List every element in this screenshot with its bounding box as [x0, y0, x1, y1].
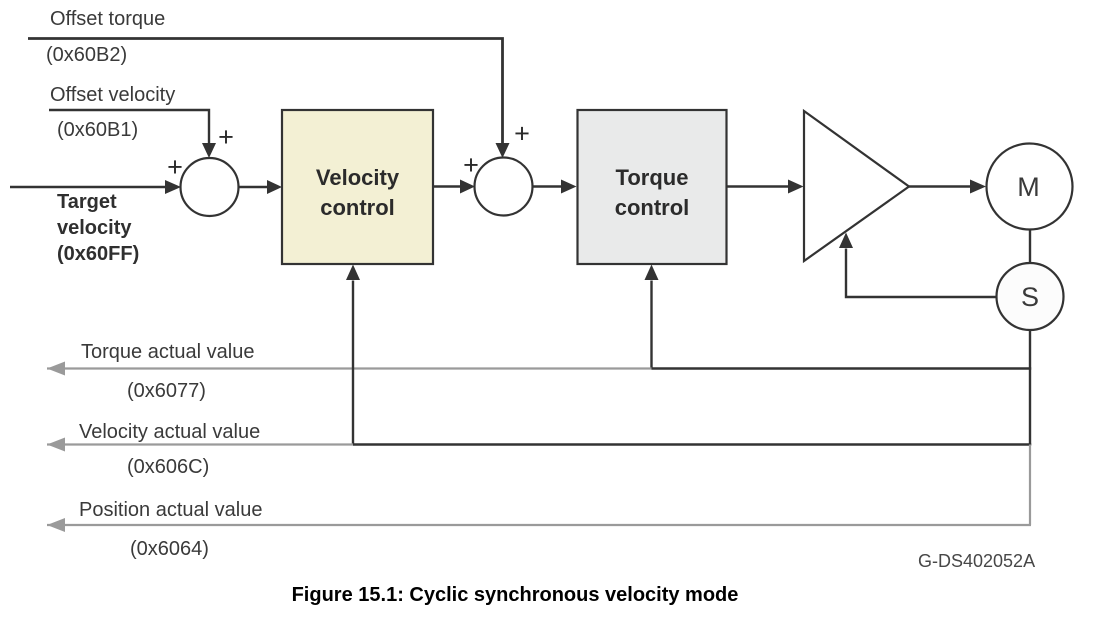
figure-caption: Figure 15.1: Cyclic synchronous velocity…: [292, 584, 739, 606]
arrow-velocity-control-to-sum2: [433, 179, 475, 194]
velocity-control-label-line1: Velocity: [316, 165, 400, 190]
arrowhead-left-icon: [47, 437, 65, 452]
arrowhead-up-icon: [346, 264, 360, 280]
torque-actual-register: (0x6077): [127, 380, 206, 402]
arrowhead-up-icon: [644, 264, 659, 280]
torque-control-box: [576, 108, 728, 266]
offset-velocity-register: (0x60B1): [57, 119, 138, 141]
arrowhead-right-icon: [267, 180, 282, 194]
offset-torque-label: Offset torque: [50, 8, 165, 30]
position-actual-label: Position actual value: [79, 499, 262, 521]
offset-velocity-line: [49, 108, 211, 144]
plus-sign: +: [463, 150, 479, 180]
arrowhead-right-icon: [165, 180, 181, 194]
offset-torque-input: Offset torque (0x60B2): [28, 8, 510, 158]
torque-actual-label: Torque actual value: [81, 341, 254, 363]
summing-circle: [473, 156, 534, 217]
torque-control-label-line1: Torque: [616, 165, 689, 190]
summing-junction-2: + +: [463, 119, 534, 217]
arrowhead-right-icon: [561, 179, 577, 194]
target-velocity-label-line2: velocity: [57, 217, 132, 239]
position-actual-register: (0x6064): [130, 538, 209, 560]
offset-torque-line: [28, 37, 504, 144]
amplifier-triangle: [802, 108, 911, 264]
motor-label: M: [1017, 172, 1040, 202]
drawing-number: G-DS402052A: [918, 551, 1035, 571]
arrowhead-left-icon: [47, 518, 65, 532]
velocity-actual-label: Velocity actual value: [79, 421, 260, 443]
arrowhead-right-icon: [460, 179, 475, 194]
sensor-to-amplifier-feedback: [839, 232, 997, 299]
arrowhead-down-icon: [495, 143, 510, 158]
feedback-line: [844, 248, 997, 299]
arrowhead-right-icon: [788, 179, 804, 194]
velocity-control-box: [280, 108, 435, 266]
velocity-control-label-line2: control: [320, 195, 395, 220]
amplifier-block: [802, 108, 911, 264]
motor-block: M: [985, 142, 1074, 231]
sensor-label: S: [1021, 282, 1039, 312]
arrowhead-left-icon: [47, 361, 65, 376]
summing-junction-1: + +: [167, 122, 240, 218]
velocity-control-block: Velocity control: [280, 108, 435, 266]
arrowhead-up-icon: [839, 232, 853, 248]
plus-sign: +: [218, 122, 234, 152]
summing-circle: [179, 156, 240, 218]
velocity-actual-register: (0x606C): [127, 456, 209, 478]
feedback-velocity-actual: Velocity actual value (0x606C): [47, 264, 1032, 478]
offset-velocity-label: Offset velocity: [50, 84, 175, 106]
arrow-amplifier-to-motor: [909, 179, 986, 194]
sensor-block: S: [995, 261, 1065, 332]
plus-sign: +: [514, 119, 530, 149]
arrow-sum2-to-torque-control: [533, 179, 577, 194]
plus-sign: +: [167, 152, 183, 182]
target-velocity-register: (0x60FF): [57, 243, 139, 265]
arrowhead-right-icon: [970, 179, 986, 194]
arrow-torque-control-to-amplifier: [727, 179, 804, 194]
target-velocity-input: Target velocity (0x60FF): [10, 180, 181, 265]
torque-control-block: Torque control: [576, 108, 728, 266]
arrowhead-down-icon: [202, 143, 216, 158]
torque-control-label-line2: control: [615, 195, 690, 220]
feedback-torque-actual: Torque actual value (0x6077): [47, 264, 1032, 402]
target-velocity-label-line1: Target: [57, 191, 117, 213]
offset-torque-register: (0x60B2): [46, 44, 127, 66]
offset-velocity-input: Offset velocity (0x60B1): [49, 84, 216, 158]
arrow-sum1-to-velocity-control: [239, 180, 282, 194]
feedback-position-actual: Position actual value (0x6064): [47, 444, 1032, 560]
